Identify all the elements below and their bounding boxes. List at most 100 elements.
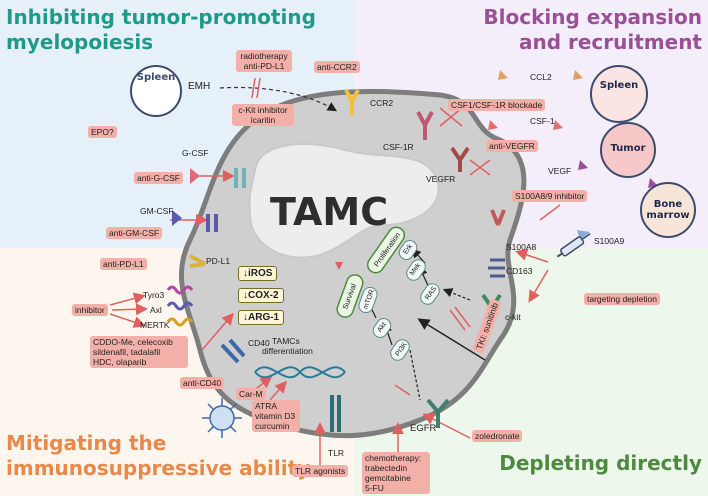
atra-line2: vitamin D3 (255, 411, 296, 421)
ligand-vegf-1 (578, 160, 588, 170)
spleen-left-organ (130, 65, 182, 117)
cd163-receptor (488, 258, 505, 278)
ligand-csf1-1 (488, 120, 498, 130)
anti-vegfr-box: anti-VEGFR (486, 140, 538, 152)
arrow-depletion-2 (528, 269, 549, 303)
pdl1-label: PD-L1 (206, 256, 231, 266)
anti-ccr2-box: anti-CCR2 (314, 61, 360, 73)
cd40-receptor (220, 338, 246, 364)
spleen-right-organ (590, 65, 648, 123)
anti-gmcsf-box: anti-GM-CSF (106, 227, 163, 239)
gcsf-receptor (234, 168, 246, 188)
epo-box: EPO? (88, 126, 117, 138)
ligand-csf1-2 (553, 120, 563, 130)
ligand-gmcsf (172, 210, 182, 226)
bone-marrow-label-1: Bone (653, 199, 683, 210)
mertk-label: MERTK (140, 320, 170, 330)
anti-pdl1-box: anti-PD-L1 (100, 258, 147, 270)
radiotherapy-line1: radiotherapy (240, 51, 288, 61)
nucleus (248, 143, 440, 259)
atra-line1: ATRA (255, 401, 278, 411)
spleen-right-label: Spleen (599, 80, 639, 91)
ligand-ccl2-1 (498, 70, 508, 80)
ckit-inhibitor-line2: icaritin (250, 115, 276, 125)
csf1r-label: CSF-1R (383, 142, 414, 152)
emh-label: EMH (188, 81, 211, 92)
arrow-depletion (515, 249, 549, 263)
heading-bottom-left-2: immunosuppressive ability (6, 456, 311, 480)
s100a8-label: S100A8 (506, 242, 537, 252)
cox2-box: ↓COX-2 (238, 288, 284, 303)
tlr-agonists-box: TLR agonists (292, 465, 349, 477)
heading-bottom-right: Depleting directly (499, 451, 702, 475)
anti-cd40-box: anti-CD40 (180, 377, 225, 389)
tamc-cell-body (178, 88, 527, 439)
csf1-label: CSF-1 (530, 116, 555, 126)
ckit-label: c-kit (505, 312, 521, 322)
arg1-box: ↓ARG-1 (238, 310, 285, 325)
gmcsf-label: GM-CSF (140, 206, 174, 216)
inhibitor-box: inhibitor (72, 304, 108, 316)
vegfr-receptor (450, 146, 470, 172)
ckit-inhibitor-line1: c-Kit inhibitor (238, 105, 288, 115)
gcsf-label: G-CSF (182, 148, 209, 158)
ligand-ccl2-2 (573, 70, 583, 80)
arrow-atra (269, 380, 287, 401)
syringe-icon (556, 233, 591, 258)
tumor-label: Tumor (610, 143, 646, 154)
vegfr-label: VEGFR (426, 174, 456, 184)
arrow-emh (219, 86, 338, 112)
tamcs-diff-label-2: differentiation (262, 346, 313, 356)
chemo-line4: 5-FU (365, 483, 384, 493)
bone-marrow-organ (640, 182, 696, 238)
heading-top-right-1: Blocking expansion (483, 5, 702, 29)
spleen-left-label: Spleen (136, 72, 176, 83)
cddo-line2: sildenafil, tadalafil (93, 347, 161, 357)
tyro3-receptor (166, 285, 194, 295)
atra-box: ATRA vitamin D3 curcumin (252, 400, 300, 432)
cddo-line1: CDDO-Me, celecoxib (93, 337, 173, 347)
egfr-receptor (426, 398, 450, 428)
targeting-depletion-box: targeting depletion (584, 293, 660, 305)
s100a9-label: S100A9 (594, 236, 625, 246)
tlr-receptor (330, 395, 341, 432)
tlr-label: TLR (328, 448, 345, 458)
car-m-box: Car-M (236, 388, 266, 400)
axl-receptor (166, 301, 194, 311)
radiotherapy-line2: anti-PD-L1 (243, 61, 285, 71)
chemo-line1: chemotherapy: (365, 453, 422, 463)
arrow-inhibitor-mertk (109, 313, 146, 328)
mertk-receptor (166, 317, 194, 327)
tamc-title: TAMC (270, 190, 389, 234)
ckit-inhibitor-box: c-Kit inhibitor icaritin (232, 104, 294, 126)
csf1-blockade-box: CSF1/CSF-1R blockade (448, 99, 546, 111)
iros-box: ↓iROS (238, 266, 278, 281)
tumor-organ (600, 122, 656, 178)
cd163-label: CD163 (506, 266, 533, 276)
arrow-zoledronate (422, 413, 471, 439)
arrow-s100-inhibitor (539, 204, 561, 221)
vegf-label: VEGF (548, 166, 572, 176)
heading-top-left-2: myelopoiesis (6, 30, 154, 54)
car-m-cell-icon (202, 398, 242, 438)
cddo-line3: HDC, olaparib (93, 357, 147, 367)
chemo-line2: trabectedin (365, 463, 408, 473)
csf1r-receptor (416, 111, 434, 140)
atra-line3: curcumin (255, 421, 290, 431)
gmcsf-receptor (206, 214, 218, 232)
heading-top-left-1: Inhibiting tumor-promoting (6, 5, 316, 29)
axl-label: Axl (150, 305, 162, 315)
radiotherapy-box: radiotherapy anti-PD-L1 (236, 50, 292, 72)
pdl1-receptor (189, 254, 206, 268)
s100-inhibitor-box: S100A8/9 inhibitor (512, 190, 588, 202)
heading-bottom-left-1: Mitigating the (6, 431, 167, 455)
ligand-gcsf (190, 168, 200, 184)
cddo-box: CDDO-Me, celecoxib sildenafil, tadalafil… (90, 336, 188, 368)
arrow-inhibitor-tyro3 (109, 292, 146, 306)
ccr2-receptor (344, 89, 360, 115)
arrow-inhibitor-axl (111, 303, 148, 316)
chemo-box: chemotherapy: trabectedin gemcitabine 5-… (362, 452, 430, 494)
tyro3-label: Tyro3 (143, 290, 165, 300)
zoledronate-box: zoledronate (472, 430, 523, 442)
